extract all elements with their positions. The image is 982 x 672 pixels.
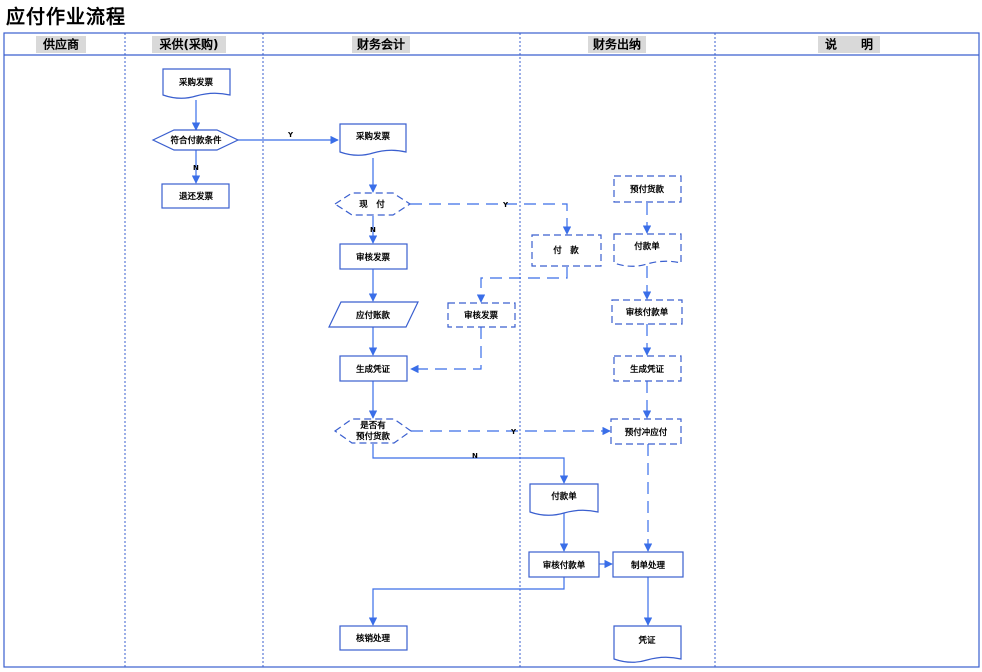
- lane-headers: 供应商 采供(采购) 财务会计 财务出纳 说 明: [36, 36, 880, 53]
- node-make-slip: 制单处理: [612, 551, 684, 578]
- svg-text:付 款: 付 款: [553, 245, 579, 256]
- svg-text:采购发票: 采购发票: [178, 77, 214, 88]
- node-audit-invoice-2: 审核发票: [447, 302, 516, 328]
- svg-text:预付货款: 预付货款: [630, 184, 665, 195]
- svg-text:预付货款: 预付货款: [356, 431, 391, 442]
- node-cash-payment: 现 付: [333, 192, 412, 216]
- node-payment: 付 款: [531, 234, 602, 267]
- edge-audit2-to-voucher: [410, 327, 482, 374]
- svg-text:审核付款单: 审核付款单: [626, 307, 669, 318]
- svg-text:凭证: 凭证: [637, 635, 656, 646]
- svg-text:审核发票: 审核发票: [464, 310, 499, 321]
- svg-text:制单处理: 制单处理: [631, 560, 666, 571]
- node-purchase-invoice-1: 采购发票: [162, 68, 231, 99]
- svg-text:审核发票: 审核发票: [356, 252, 391, 263]
- lane-header-accounting: 财务会计: [356, 37, 405, 52]
- label-prepay-no: N: [472, 452, 478, 460]
- swimlane-frame: [3, 32, 980, 668]
- node-payment-slip-1: 付款单: [613, 233, 682, 267]
- label-condition-yes: Y: [287, 131, 294, 139]
- node-voucher: 凭证: [613, 625, 682, 663]
- svg-text:应付账款: 应付账款: [356, 310, 391, 321]
- label-cash-no: N: [370, 226, 376, 234]
- node-writeoff: 核销处理: [339, 625, 408, 651]
- node-audit-invoice-1: 审核发票: [339, 243, 408, 270]
- lane-header-notes: 说 明: [825, 37, 873, 52]
- node-has-prepayment: 是否有 预付货款: [333, 418, 413, 444]
- node-audit-payment-slip-1: 审核付款单: [611, 299, 683, 325]
- node-return-invoice: 退还发票: [161, 183, 230, 209]
- lane-header-cashier: 财务出纳: [592, 37, 641, 52]
- node-prepayment: 预付货款: [613, 175, 682, 203]
- edge-cash-yes: [410, 203, 572, 235]
- node-prepay-offset: 预付冲应付: [610, 418, 682, 445]
- edge-prepay-no: [372, 444, 569, 484]
- svg-text:付款单: 付款单: [634, 241, 660, 252]
- node-ap-account: 应付账款: [328, 301, 419, 328]
- svg-text:审核付款单: 审核付款单: [543, 560, 586, 571]
- edge-labels: Y N Y N Y N: [193, 131, 517, 460]
- node-generate-voucher-1: 生成凭证: [339, 355, 408, 382]
- page-title: 应付作业流程: [6, 6, 127, 28]
- label-condition-no: N: [193, 164, 199, 172]
- svg-text:采购发票: 采购发票: [355, 131, 391, 142]
- edge-payment-to-audit: [476, 267, 568, 303]
- svg-text:生成凭证: 生成凭证: [356, 364, 391, 375]
- lane-header-supplier: 供应商: [42, 37, 79, 52]
- node-payment-condition: 符合付款条件: [151, 129, 240, 151]
- svg-text:付款单: 付款单: [551, 491, 577, 502]
- svg-text:生成凭证: 生成凭证: [630, 364, 665, 375]
- svg-text:符合付款条件: 符合付款条件: [169, 135, 222, 146]
- svg-text:退还发票: 退还发票: [179, 191, 214, 202]
- svg-text:核销处理: 核销处理: [356, 633, 391, 644]
- svg-text:是否有: 是否有: [359, 420, 386, 431]
- lane-header-purchasing: 采供(采购): [159, 37, 219, 52]
- label-cash-yes: Y: [502, 201, 509, 209]
- flow-edges: [191, 100, 653, 626]
- svg-text:现 付: 现 付: [359, 199, 385, 210]
- label-prepay-yes: Y: [510, 428, 517, 436]
- node-payment-slip-2: 付款单: [529, 483, 599, 516]
- node-purchase-invoice-2: 采购发票: [339, 123, 407, 156]
- svg-text:预付冲应付: 预付冲应付: [625, 427, 668, 438]
- node-generate-voucher-2: 生成凭证: [613, 355, 682, 382]
- edge-audit2-to-writeoff: [368, 577, 565, 626]
- node-audit-payment-slip-2: 审核付款单: [528, 551, 600, 578]
